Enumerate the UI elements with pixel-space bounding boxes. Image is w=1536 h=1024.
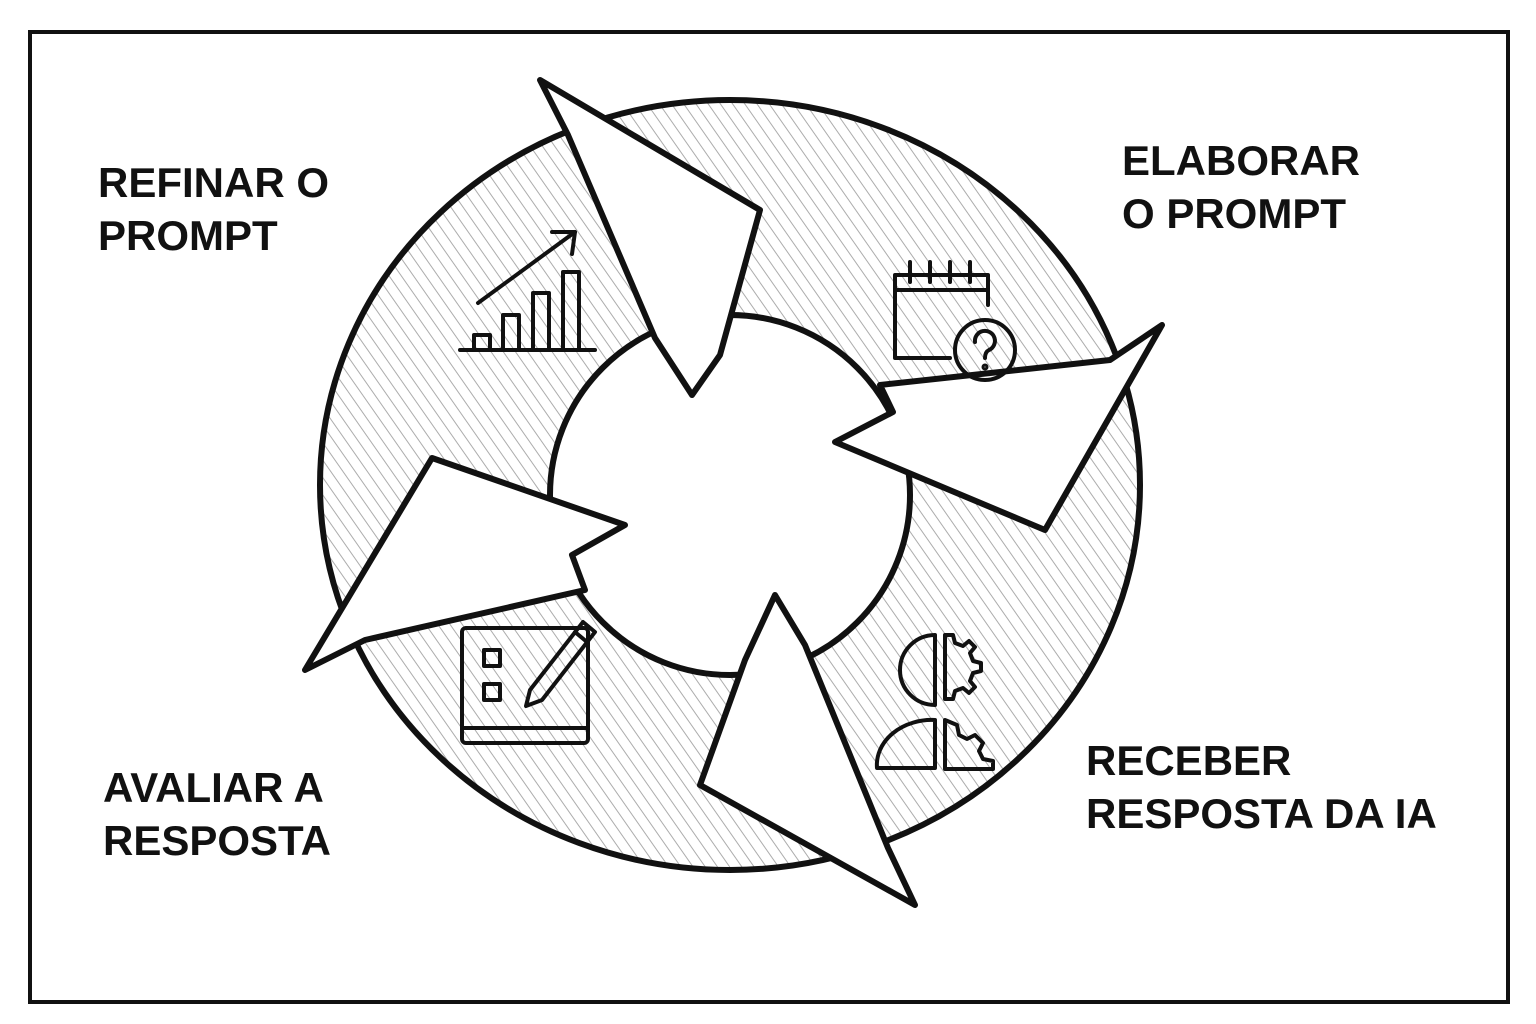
svg-text:RESPOSTA DA IA: RESPOSTA DA IA	[1086, 790, 1437, 837]
head-gear-icon	[874, 633, 995, 771]
checklist-pencil-icon	[460, 620, 597, 745]
arrow-refinar-to-elaborar	[537, 77, 763, 398]
arrow-elaborar-to-receber	[832, 322, 1165, 533]
label-avaliar: AVALIAR A RESPOSTA	[103, 764, 331, 864]
growth-chart-icon	[458, 230, 597, 352]
arrow-receber-to-avaliar	[697, 592, 918, 908]
arrow-avaliar-to-refinar	[302, 455, 628, 673]
label-refinar: REFINAR O PROMPT	[98, 159, 329, 259]
svg-text:RECEBER: RECEBER	[1086, 737, 1291, 784]
svg-text:RESPOSTA: RESPOSTA	[103, 817, 331, 864]
label-elaborar: ELABORAR O PROMPT	[1122, 137, 1360, 237]
frame-border	[28, 30, 1510, 1004]
svg-text:O PROMPT: O PROMPT	[1122, 190, 1346, 237]
svg-text:REFINAR O: REFINAR O	[98, 159, 329, 206]
svg-text:AVALIAR A: AVALIAR A	[103, 764, 324, 811]
svg-text:ELABORAR: ELABORAR	[1122, 137, 1360, 184]
calendar-question-icon	[893, 260, 1017, 382]
label-receber: RECEBER RESPOSTA DA IA	[1086, 737, 1437, 837]
svg-text:PROMPT: PROMPT	[98, 212, 278, 259]
